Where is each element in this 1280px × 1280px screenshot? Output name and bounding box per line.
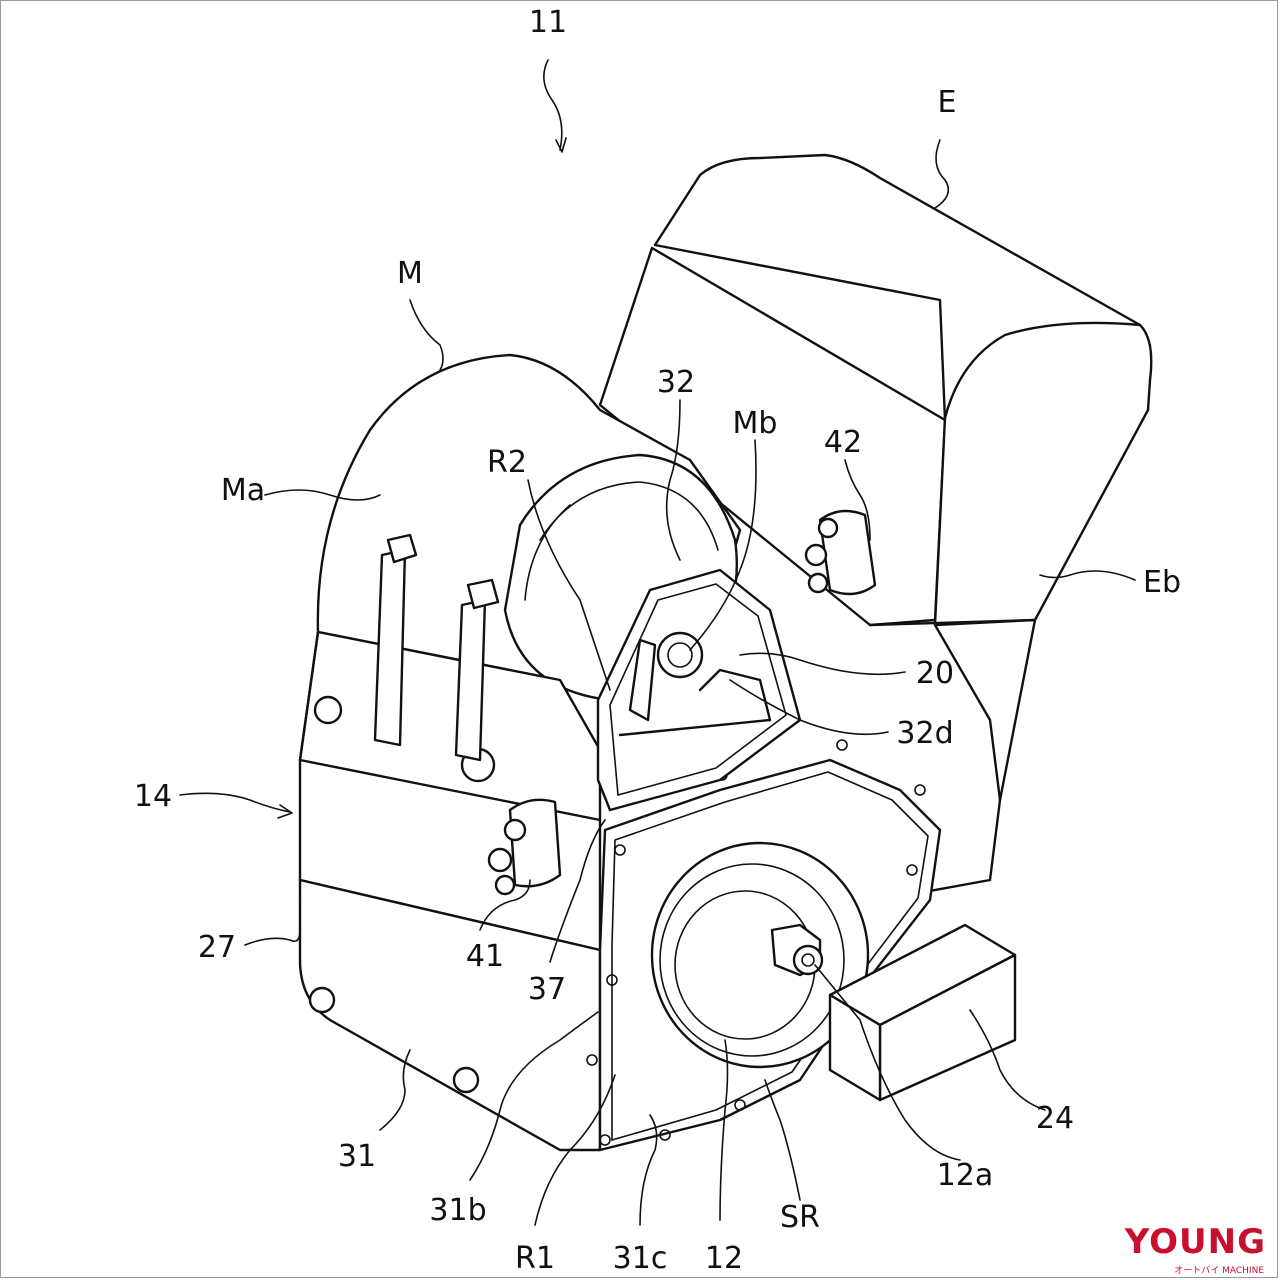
label-41: 41 <box>466 939 504 974</box>
label-24: 24 <box>1036 1101 1074 1136</box>
label-Eb: Eb <box>1143 565 1181 600</box>
label-E: E <box>938 85 957 120</box>
label-32: 32 <box>657 365 695 400</box>
label-31b: 31b <box>429 1193 486 1228</box>
label-R1: R1 <box>515 1241 555 1276</box>
label-42: 42 <box>824 425 862 460</box>
label-SR: SR <box>780 1200 820 1235</box>
label-Ma: Ma <box>221 473 265 508</box>
label-20: 20 <box>916 656 954 691</box>
bolt-cluster-41 <box>487 798 562 896</box>
bolt-cluster-42 <box>804 509 877 596</box>
reference-labels: 11 E M Ma R2 32 Mb 42 Eb 20 32d 14 27 41… <box>134 5 1181 1276</box>
watermark-logo: YOUNG <box>1124 1222 1266 1262</box>
breather-pipes <box>373 533 500 762</box>
label-14: 14 <box>134 779 172 814</box>
label-32d: 32d <box>896 716 953 751</box>
label-11: 11 <box>529 5 567 40</box>
upper-gear-cover <box>596 568 802 812</box>
watermark-subtext: オートバイ MACHINE <box>1174 1266 1264 1276</box>
rotor-disc <box>650 841 870 1069</box>
label-Mb: Mb <box>733 406 778 441</box>
crankcase <box>298 630 602 1152</box>
label-27: 27 <box>198 930 236 965</box>
label-31: 31 <box>338 1139 376 1174</box>
box-24 <box>828 923 1017 1102</box>
engine-block <box>598 153 1153 902</box>
label-37: 37 <box>528 972 566 1007</box>
label-12: 12 <box>705 1241 743 1276</box>
label-12a: 12a <box>937 1158 994 1193</box>
label-31c: 31c <box>613 1241 668 1276</box>
label-R2: R2 <box>487 445 527 480</box>
label-M: M <box>397 256 423 291</box>
leader-lines <box>179 59 1136 1226</box>
